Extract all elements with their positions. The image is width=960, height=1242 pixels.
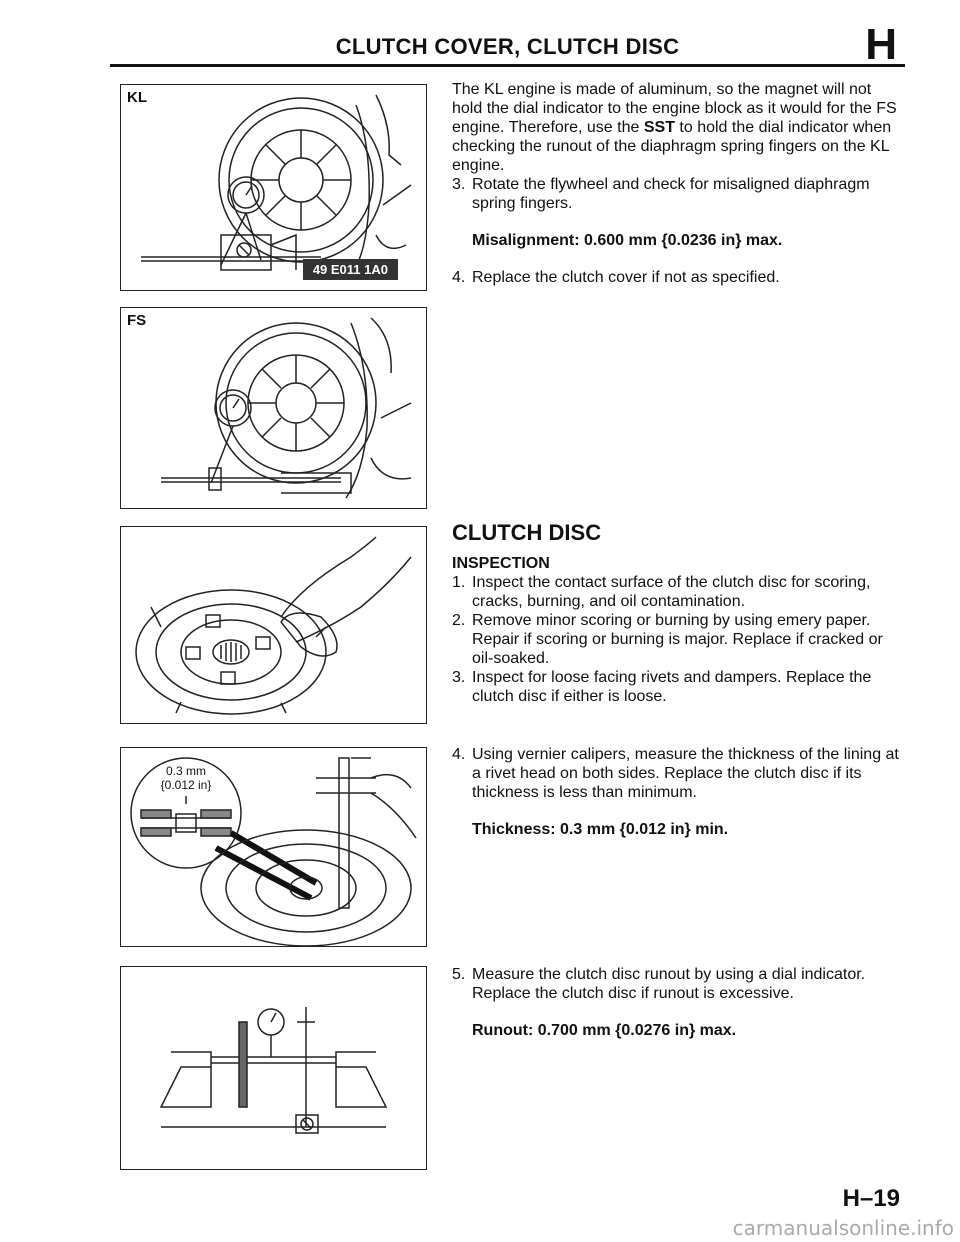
misalignment-spec: Misalignment: 0.600 mm {0.0236 in} max.	[472, 232, 783, 249]
step-text: Remove minor scoring or burning by using…	[472, 612, 883, 667]
tool-code-badge: 49 E011 1A0	[302, 259, 398, 280]
figure-thickness-measurement: 0.3 mm {0.012 in}	[120, 747, 427, 947]
disc-step-2: 2. Remove minor scoring or burning by usi…	[452, 611, 902, 668]
step-text: Rotate the flywheel and check for misali…	[472, 176, 870, 212]
disc-inspection-illustration	[135, 536, 412, 715]
figure-label-kl: KL	[127, 89, 147, 106]
step-number: 3.	[452, 176, 466, 193]
disc-step-4: 4. Using vernier calipers, measure the th…	[452, 745, 902, 802]
sst-term: SST	[643, 119, 675, 136]
step-4: 4. Replace the clutch cover if not as spe…	[452, 268, 902, 287]
intro-text-block: The KL engine is made of aluminum, so th…	[452, 80, 902, 287]
step-number: 4.	[452, 746, 466, 763]
step-text: Inspect for loose facing rivets and damp…	[472, 669, 872, 705]
step-text: Replace the clutch cover if not as speci…	[472, 269, 780, 286]
thickness-callout: 0.3 mm {0.012 in}	[160, 764, 212, 792]
section-title: CLUTCH DISC	[452, 520, 602, 545]
step-text: Using vernier calipers, measure the thic…	[472, 746, 899, 801]
thickness-spec: Thickness: 0.3 mm {0.012 in} min.	[472, 821, 729, 838]
section-subtitle: INSPECTION	[452, 555, 550, 572]
intro-text-b: to hold the dial indicator when checking…	[452, 119, 892, 174]
page-header: CLUTCH COVER, CLUTCH DISC H	[110, 20, 905, 69]
clutch-disc-section: CLUTCH DISC INSPECTION 1. Inspect the con…	[452, 520, 902, 706]
step-number: 2.	[452, 612, 466, 629]
step-text: Inspect the contact surface of the clutc…	[472, 574, 871, 610]
figure-label-fs: FS	[127, 312, 147, 329]
runout-step-block: 5. Measure the clutch disc runout by usin…	[452, 965, 902, 1040]
disc-step-3: 3. Inspect for loose facing rivets and da…	[452, 668, 902, 706]
intro-text-a: The KL engine is made of aluminum, so th…	[452, 81, 897, 136]
page-title: CLUTCH COVER, CLUTCH DISC	[335, 34, 680, 59]
runout-spec: Runout: 0.700 mm {0.0276 in} max.	[472, 1022, 737, 1039]
intro-paragraph: The KL engine is made of aluminum, so th…	[452, 80, 902, 175]
figure-kl: KL 49 E011 1A0	[120, 84, 427, 291]
figure-fs: FS	[120, 307, 427, 509]
disc-step-5: 5. Measure the clutch disc runout by usin…	[452, 965, 902, 1003]
figure-runout-measurement	[120, 966, 427, 1170]
step-number: 4.	[452, 269, 466, 286]
figure-disc-inspection	[120, 526, 427, 724]
step-number: 3.	[452, 669, 466, 686]
runout-illustration	[159, 1007, 388, 1134]
section-letter: H	[865, 20, 897, 69]
step-number: 1.	[452, 574, 466, 591]
fs-illustration	[161, 317, 412, 499]
thickness-illustration	[130, 757, 417, 946]
step-text: Measure the clutch disc runout by using …	[472, 966, 866, 1002]
step-number: 5.	[452, 966, 466, 983]
step-3: 3. Rotate the flywheel and check for misa…	[452, 175, 902, 213]
disc-step-1: 1. Inspect the contact surface of the clu…	[452, 573, 902, 611]
kl-illustration	[141, 94, 412, 276]
watermark: carmanualsonline.info	[732, 1216, 954, 1240]
thickness-step-block: 4. Using vernier calipers, measure the th…	[452, 745, 902, 839]
page-number: H–19	[842, 1185, 900, 1212]
